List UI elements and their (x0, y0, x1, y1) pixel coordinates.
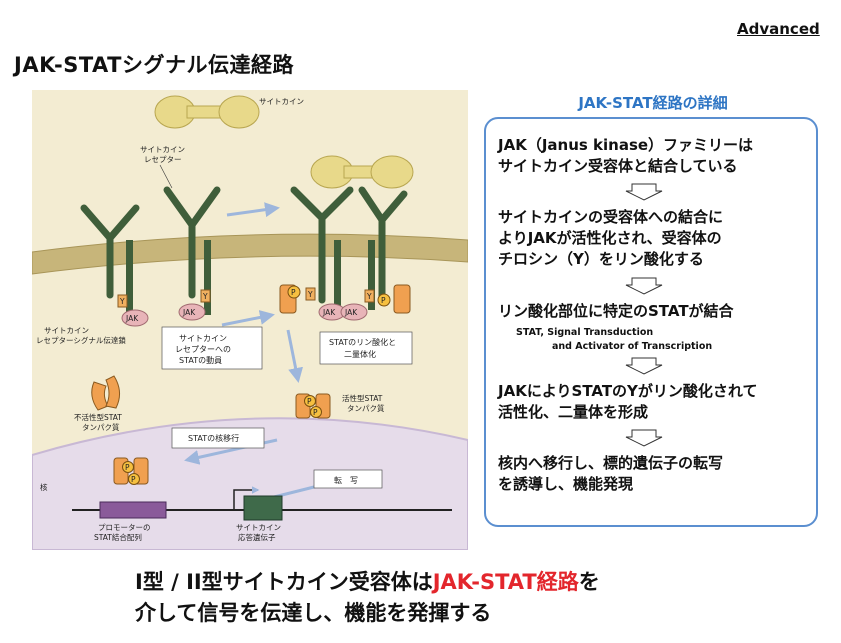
receptor-tail-left (126, 240, 133, 320)
y-box (200, 289, 211, 303)
step-3: リン酸化部位に特定のSTATが結合 (498, 302, 734, 320)
receptor-right-2 (358, 186, 408, 304)
step-1: JAK（Janus kinase）ファミリーは サイトカイン受容体と結合している (498, 136, 754, 175)
svg-text:Y: Y (366, 292, 372, 301)
cytokine-top (154, 95, 260, 129)
receptor-left-2 (163, 186, 221, 299)
svg-text:二量体化: 二量体化 (344, 349, 376, 359)
svg-text:タンパク質: タンパク質 (82, 422, 120, 432)
promoter-box (99, 501, 167, 519)
jak-left-2 (178, 303, 206, 321)
step-3-note-2: and Activator of Transcription (552, 341, 713, 352)
svg-text:P: P (381, 296, 386, 305)
svg-text:Y: Y (307, 290, 313, 299)
detail-panel: JAK（Janus kinase）ファミリーは サイトカイン受容体と結合している… (484, 117, 818, 527)
stat-inactive (91, 375, 120, 411)
cytokine-bound (310, 155, 414, 189)
jak-left (121, 309, 149, 327)
down-arrow-icon (625, 277, 663, 295)
down-arrow-icon (625, 183, 663, 201)
receptor-left-1 (80, 204, 140, 299)
receptor-right-1 (290, 186, 354, 304)
svg-text:レセプターシグナル伝達鎖: レセプターシグナル伝達鎖 (36, 335, 126, 345)
svg-text:タンパク質: タンパク質 (347, 403, 385, 413)
label-response-gene: サイトカイン (236, 523, 281, 532)
svg-text:JAK: JAK (322, 308, 336, 317)
label-transcription: 転 写 (334, 476, 358, 485)
summary-line-1: I型 / II型サイトカイン受容体はJAK-STAT経路を (135, 570, 600, 594)
stat-nuclear-dimer: P P (113, 457, 149, 485)
svg-text:JAK: JAK (182, 308, 196, 317)
step-5: 核内へ移行し、標的遺伝子の転写 を誘導し、機能発現 (498, 454, 724, 493)
svg-text:P: P (313, 408, 318, 417)
label-inactive-stat: 不活性型STAT (74, 412, 122, 422)
step-2: サイトカインの受容体への結合に よりJAKが活性化され、受容体の チロシン（Y）… (498, 208, 724, 268)
detail-title: JAK-STAT経路の詳細 (578, 94, 728, 112)
svg-text:JAK: JAK (125, 314, 139, 323)
step-3-note-1: STAT, Signal Transduction (516, 327, 654, 338)
label-nucleus: 核 (40, 482, 48, 492)
svg-text:レセプター: レセプター (144, 155, 182, 164)
svg-text:JAK: JAK (344, 308, 358, 317)
svg-text:Y: Y (119, 297, 125, 306)
label-translocation: STATの核移行 (188, 433, 239, 443)
svg-text:レセプターへの: レセプターへの (175, 345, 231, 354)
summary-line-2: 介して信号を伝達し、機能を発揮する (135, 601, 492, 625)
svg-text:応答遺伝子: 応答遺伝子 (238, 532, 276, 542)
svg-text:Y: Y (202, 292, 208, 301)
label-phosphorylation: STATのリン酸化と (329, 337, 396, 347)
jak-right-2 (340, 303, 368, 321)
svg-text:P: P (307, 397, 312, 406)
jak-stat-figure: サイトカイン Y Y JAK JAK サイトカイン レセプター JAK JAK (32, 90, 468, 550)
gene-box (243, 495, 283, 521)
svg-text:STATの動員: STATの動員 (179, 356, 222, 365)
label-active-stat: 活性型STAT (342, 393, 383, 403)
step-4: JAKによりSTATのYがリン酸化されて 活性化、二量体を形成 (498, 382, 758, 421)
svg-text:P: P (131, 475, 136, 484)
stat-active-dimer: P P (295, 393, 331, 419)
down-arrow-icon (625, 357, 663, 375)
y-box (117, 294, 128, 308)
svg-text:STAT結合配列: STAT結合配列 (94, 532, 142, 542)
stat-recruited: P Y P Y (279, 284, 411, 314)
cell-membrane (32, 233, 468, 275)
svg-text:P: P (125, 463, 130, 472)
label-recruit: サイトカイン (179, 334, 227, 343)
advanced-badge: Advanced (737, 20, 820, 38)
label-cytokine: サイトカイン (259, 97, 304, 106)
receptor-tail-right (204, 240, 211, 315)
label-receptor: サイトカイン (140, 145, 185, 154)
down-arrow-icon (625, 429, 663, 447)
svg-text:P: P (291, 288, 296, 297)
label-promoter: プロモーターの (98, 523, 151, 532)
page-title: JAK-STATシグナル伝達経路 (14, 53, 294, 77)
label-signal-chain: サイトカイン (44, 326, 89, 335)
highlight-jak-stat: JAK-STAT経路 (432, 570, 579, 594)
